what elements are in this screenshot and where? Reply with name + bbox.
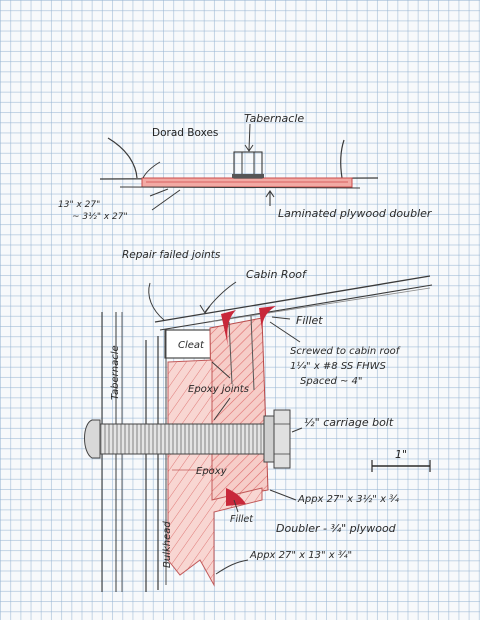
label-screwed-1: Screwed to cabin roof xyxy=(290,346,401,357)
label-tabernacle-vertical: Tabernacle xyxy=(110,345,121,400)
label-laminated-doubler: Laminated plywood doubler xyxy=(278,207,433,220)
label-bulkhead: Bulkhead xyxy=(162,521,173,568)
label-cabin-roof: Cabin Roof xyxy=(246,268,308,281)
label-fillet-top: Fillet xyxy=(296,314,323,327)
label-repair: Repair failed joints xyxy=(122,249,221,261)
label-scale: 1" xyxy=(395,448,407,461)
label-appx-2: Appx 27" x 13" x ¾" xyxy=(249,550,352,561)
section-view xyxy=(84,275,433,592)
label-dim-2: ~ 3½" x 27" xyxy=(72,212,128,222)
label-dim-1: 13" x 27" xyxy=(58,200,100,210)
label-repair-text: Repair failed joints xyxy=(122,249,221,261)
label-cleat: Cleat xyxy=(178,340,205,351)
label-dorad-boxes-text: Dorad Boxes xyxy=(152,127,218,139)
label-appx-1: Appx 27" x 3½" x ¾ xyxy=(297,493,399,505)
upper-plan-view xyxy=(99,123,379,211)
label-carriage-bolt: ½" carriage bolt xyxy=(304,416,394,429)
label-dorad-boxes: Dorad Boxes xyxy=(152,127,218,139)
label-fillet-bottom: Fillet xyxy=(230,514,254,525)
label-tabernacle-top: Tabernacle xyxy=(244,112,304,125)
label-screwed-2: 1¼" x #8 SS FHWS xyxy=(290,360,387,372)
label-epoxy: Epoxy xyxy=(196,466,228,477)
label-epoxy-joints: Epoxy joints xyxy=(188,384,249,395)
label-screwed-3: Spaced ~ 4" xyxy=(300,376,363,387)
label-doubler-plywood: Doubler - ¾" plywood xyxy=(276,522,397,535)
